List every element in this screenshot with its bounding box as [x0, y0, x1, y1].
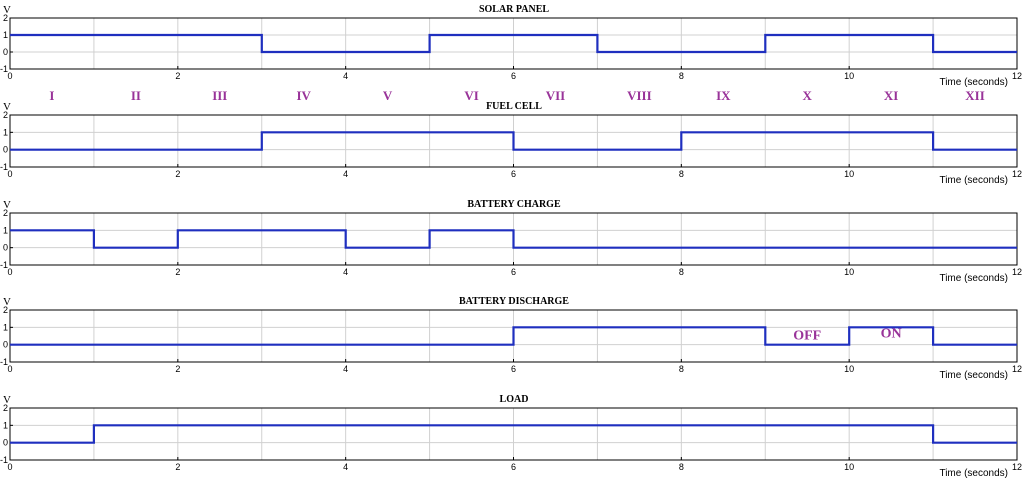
- x-tick-label: 6: [511, 169, 516, 179]
- y-tick-label: 0: [3, 47, 8, 57]
- y-axis-label: V: [3, 101, 11, 113]
- x-tick-label: 4: [343, 267, 348, 277]
- interval-label: II: [131, 88, 141, 103]
- x-tick-label: 10: [844, 71, 854, 81]
- x-axis-label: Time (seconds): [939, 273, 1008, 284]
- x-tick-label: 0: [7, 267, 12, 277]
- x-tick-label: 10: [844, 169, 854, 179]
- y-tick-label: 0: [3, 438, 8, 448]
- interval-label: X: [803, 88, 813, 103]
- y-tick-label: 0: [3, 340, 8, 350]
- x-tick-label: 6: [511, 71, 516, 81]
- interval-label: IV: [296, 88, 311, 103]
- x-axis-label: Time (seconds): [939, 175, 1008, 186]
- x-tick-label: 12: [1012, 267, 1022, 277]
- y-tick-label: 1: [3, 225, 8, 235]
- x-tick-label: 2: [175, 364, 180, 374]
- y-axis-label: V: [3, 394, 11, 406]
- signal-trace: [10, 326, 1017, 346]
- y-tick-label: -1: [0, 162, 8, 172]
- interval-label: VI: [464, 88, 478, 103]
- y-tick-label: 2: [3, 13, 8, 23]
- x-tick-label: 2: [175, 462, 180, 472]
- x-tick-label: 2: [175, 169, 180, 179]
- y-tick-label: -1: [0, 455, 8, 465]
- y-tick-label: 0: [3, 145, 8, 155]
- x-tick-label: 4: [343, 462, 348, 472]
- x-tick-label: 6: [511, 267, 516, 277]
- y-tick-label: 1: [3, 30, 8, 40]
- x-tick-label: 12: [1012, 462, 1022, 472]
- y-tick-label: 2: [3, 403, 8, 413]
- x-tick-label: 4: [343, 364, 348, 374]
- y-tick-label: 2: [3, 208, 8, 218]
- interval-label: IX: [716, 88, 731, 103]
- panel-title: LOAD: [500, 394, 529, 405]
- y-tick-label: -1: [0, 260, 8, 270]
- x-tick-label: 10: [844, 267, 854, 277]
- x-tick-label: 4: [343, 169, 348, 179]
- interval-label: III: [212, 88, 227, 103]
- x-tick-label: 8: [679, 364, 684, 374]
- y-tick-label: 1: [3, 322, 8, 332]
- x-tick-label: 12: [1012, 169, 1022, 179]
- x-tick-label: 6: [511, 462, 516, 472]
- x-tick-label: 0: [7, 71, 12, 81]
- state-annotation-off: OFF: [793, 328, 821, 343]
- y-tick-label: -1: [0, 357, 8, 367]
- y-tick-label: 2: [3, 305, 8, 315]
- y-axis-label: V: [3, 199, 11, 211]
- panel-title: FUEL CELL: [486, 101, 542, 112]
- x-tick-label: 10: [844, 364, 854, 374]
- x-axis-label: Time (seconds): [939, 370, 1008, 381]
- signal-trace: [10, 131, 1017, 151]
- interval-label: VIII: [627, 88, 652, 103]
- y-tick-label: 2: [3, 110, 8, 120]
- y-axis-label: V: [3, 296, 11, 308]
- x-tick-label: 0: [7, 462, 12, 472]
- signal-trace: [10, 33, 1017, 54]
- x-tick-label: 12: [1012, 71, 1022, 81]
- interval-label: XI: [884, 88, 898, 103]
- x-tick-label: 4: [343, 71, 348, 81]
- y-tick-label: -1: [0, 64, 8, 74]
- x-axis-label: Time (seconds): [939, 468, 1008, 479]
- interval-label: XII: [965, 88, 985, 103]
- x-tick-label: 12: [1012, 364, 1022, 374]
- x-axis-label: Time (seconds): [939, 77, 1008, 88]
- interval-label: I: [49, 88, 54, 103]
- interval-label: VII: [546, 88, 566, 103]
- x-tick-label: 0: [7, 364, 12, 374]
- x-tick-label: 8: [679, 71, 684, 81]
- y-axis-label: V: [3, 4, 11, 16]
- x-tick-label: 0: [7, 169, 12, 179]
- interval-label: V: [383, 88, 393, 103]
- x-tick-label: 8: [679, 267, 684, 277]
- y-tick-label: 0: [3, 243, 8, 253]
- x-tick-label: 10: [844, 462, 854, 472]
- panel-title: SOLAR PANEL: [479, 4, 549, 15]
- x-tick-label: 2: [175, 71, 180, 81]
- signal-trace: [10, 229, 1017, 249]
- x-tick-label: 2: [175, 267, 180, 277]
- x-tick-label: 6: [511, 364, 516, 374]
- panel-title: BATTERY CHARGE: [467, 199, 561, 210]
- signal-trace: [10, 424, 1017, 444]
- x-tick-label: 8: [679, 462, 684, 472]
- y-tick-label: 1: [3, 127, 8, 137]
- y-tick-label: 1: [3, 420, 8, 430]
- panel-title: BATTERY DISCHARGE: [459, 296, 569, 307]
- state-annotation-on: ON: [881, 327, 902, 342]
- x-tick-label: 8: [679, 169, 684, 179]
